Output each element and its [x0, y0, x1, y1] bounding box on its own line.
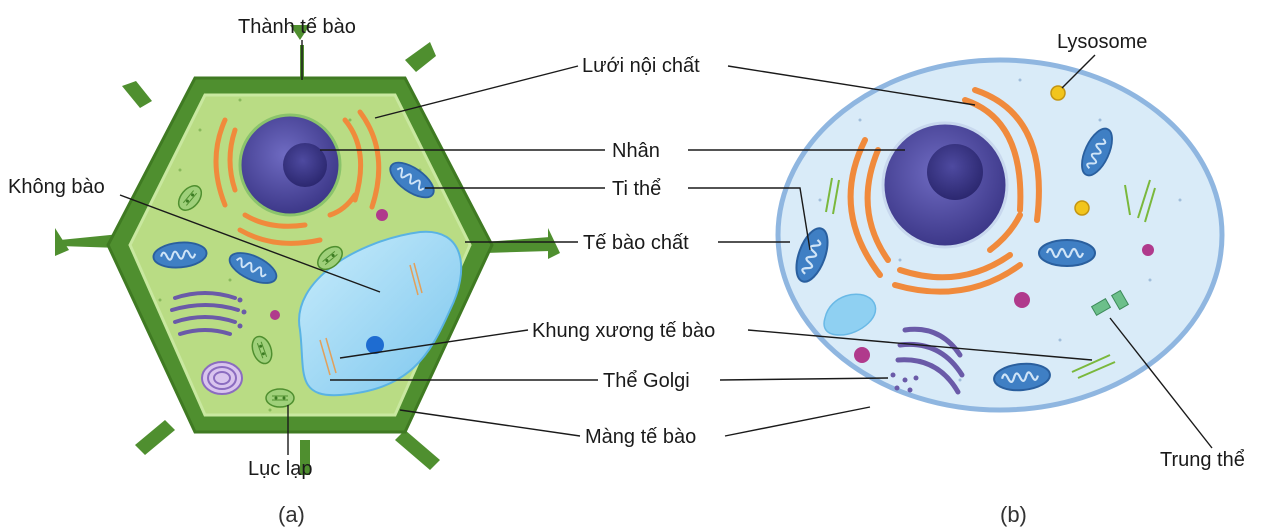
label-cytoplasm: Tế bào chất	[583, 232, 689, 254]
label-endoplasmic-reticulum: Lưới nội chất	[582, 55, 700, 77]
animal-membrane	[778, 60, 1222, 410]
label-vacuole: Không bào	[8, 176, 105, 198]
label-lysosome: Lysosome	[1057, 31, 1147, 53]
lysosome	[1051, 86, 1065, 100]
label-chloroplast: Lục lạp	[248, 458, 313, 480]
label-nucleus: Nhân	[612, 140, 660, 162]
label-cytoskeleton: Khung xương tế bào	[532, 320, 715, 342]
caption-animal-cell: (b)	[1000, 502, 1027, 527]
label-golgi: Thể Golgi	[603, 370, 690, 392]
label-mitochondria: Ti thể	[612, 178, 661, 200]
label-cell-membrane: Màng tế bào	[585, 426, 696, 448]
label-cell-wall: Thành tế bào	[238, 16, 356, 38]
chloroplast	[266, 389, 294, 407]
animal-cell	[778, 60, 1222, 410]
label-centrosome: Trung thể	[1160, 449, 1245, 471]
plant-cell	[55, 25, 560, 475]
caption-plant-cell: (a)	[278, 502, 305, 527]
